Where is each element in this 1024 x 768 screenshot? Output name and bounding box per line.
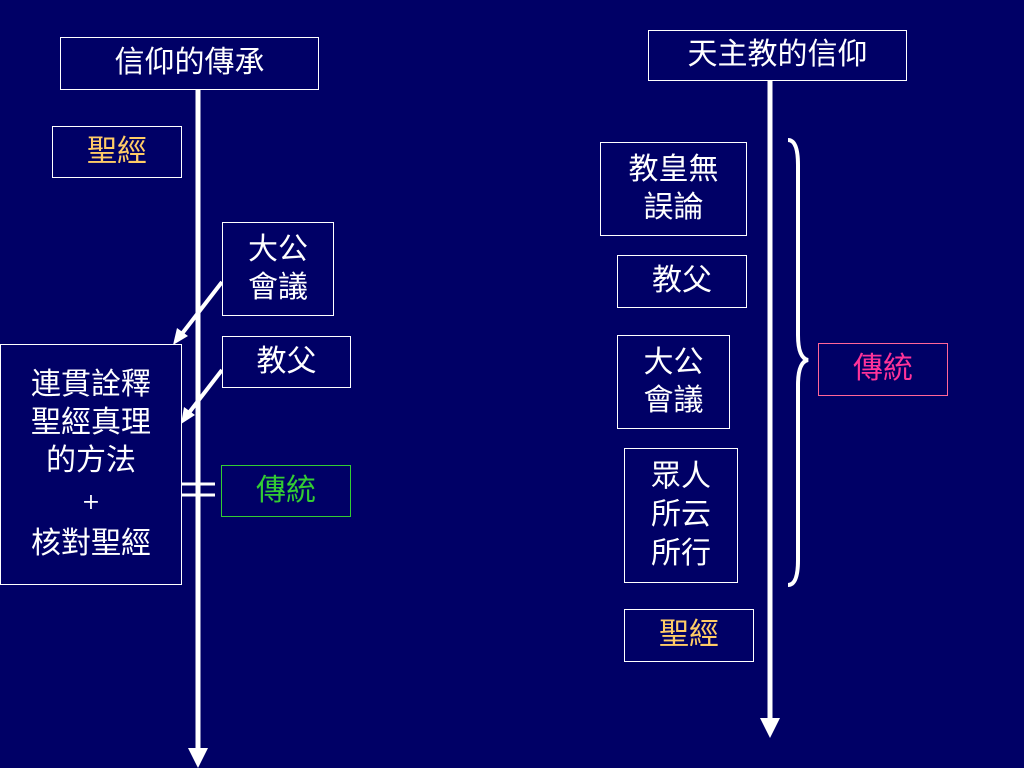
councils-arrowhead	[173, 328, 188, 345]
right-title-box: 天主教的信仰	[648, 30, 907, 81]
left-fathers-label: 教父	[256, 343, 317, 379]
councils-arrow-line	[179, 280, 224, 337]
right-popular-line-1: 眾人	[651, 458, 711, 494]
right-infallibility-line-2: 誤論	[643, 190, 704, 225]
left-method-line-2: 聖經真理	[31, 405, 151, 441]
left-method-line-1: 連貫詮釋	[31, 366, 151, 402]
right-councils-line-1: 大公	[643, 344, 704, 380]
right-axis-arrowhead	[760, 718, 780, 738]
left-axis-arrowhead	[188, 748, 208, 768]
left-fathers-box: 教父	[222, 336, 351, 388]
left-councils-box: 大公 會議	[222, 222, 334, 316]
right-fathers-box: 教父	[617, 255, 747, 308]
left-tradition-label: 傳統	[256, 472, 316, 508]
right-popular-box: 眾人 所云 所行	[624, 448, 738, 583]
right-councils-line-2: 會議	[643, 383, 704, 418]
right-popular-line-2: 所云	[651, 497, 711, 533]
right-councils-box: 大公 會議	[617, 335, 730, 429]
right-infallibility-box: 教皇無 誤論	[600, 142, 747, 236]
right-fathers-label: 教父	[652, 263, 712, 299]
left-tradition-box: 傳統	[221, 465, 351, 517]
fathers-arrow-line	[186, 368, 224, 416]
right-popular-line-3: 所行	[651, 535, 711, 571]
right-title: 天主教的信仰	[687, 37, 868, 73]
left-title: 信仰的傳承	[114, 45, 265, 81]
left-councils-line-2: 會議	[248, 270, 308, 305]
left-method-plus: +	[81, 489, 101, 515]
left-method-box: 連貫詮釋 聖經真理 的方法 + 核對聖經	[0, 344, 182, 585]
left-scripture-box: 聖經	[52, 126, 182, 178]
right-tradition-box: 傳統	[818, 343, 948, 396]
left-title-box: 信仰的傳承	[60, 37, 319, 90]
right-curly-brace	[787, 138, 809, 587]
right-tradition-label: 傳統	[853, 351, 913, 387]
left-scripture-label: 聖經	[87, 133, 147, 169]
fathers-arrowhead	[181, 407, 195, 424]
left-councils-line-1: 大公	[248, 231, 308, 267]
left-method-line-5: 核對聖經	[31, 525, 151, 561]
right-scripture-label: 聖經	[659, 617, 719, 653]
right-infallibility-line-1: 教皇無	[628, 151, 719, 187]
left-method-line-3: 的方法	[46, 443, 136, 479]
right-scripture-box: 聖經	[624, 609, 754, 662]
